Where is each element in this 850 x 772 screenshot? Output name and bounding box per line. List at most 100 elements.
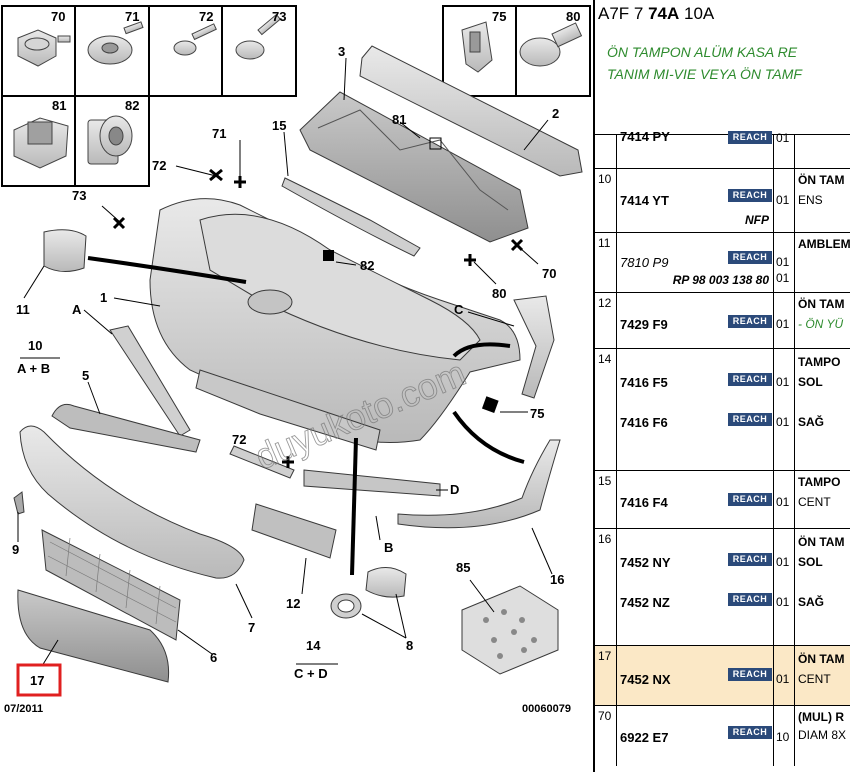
svg-text:81: 81 bbox=[52, 98, 66, 113]
callout: 1 bbox=[100, 290, 107, 305]
callout: 15 bbox=[272, 118, 286, 133]
svg-text:80: 80 bbox=[566, 9, 580, 24]
designation-detail: CENT bbox=[798, 495, 831, 509]
quantity: 01 bbox=[776, 495, 790, 509]
row-index: 14 bbox=[595, 349, 617, 470]
callout: 10 bbox=[28, 338, 42, 353]
callout: 14 bbox=[306, 638, 321, 653]
callout: 81 bbox=[392, 112, 406, 127]
reach-badge: REACH bbox=[728, 131, 772, 144]
designation-detail: ENS bbox=[798, 193, 823, 207]
designation-side: SAĞ bbox=[798, 595, 825, 609]
table-row-selected[interactable]: 17 7452 NX REACH 01 ÖN TAM CENT bbox=[595, 646, 850, 706]
callout: 3 bbox=[338, 44, 345, 59]
table-row[interactable]: 11 7810 P9 REACH RP 98 003 138 80 01 01 … bbox=[595, 233, 850, 293]
reach-badge: REACH bbox=[728, 373, 772, 386]
callout: C + D bbox=[294, 666, 328, 681]
part-reference[interactable]: 7452 NZ bbox=[620, 595, 670, 610]
highlighted-callout-17[interactable]: 17 bbox=[16, 663, 62, 697]
callout: 85 bbox=[456, 560, 470, 575]
part-reference[interactable]: 7452 NY bbox=[620, 555, 671, 570]
fastener-icons bbox=[13, 13, 583, 169]
fastener-boxes bbox=[1, 5, 591, 187]
part-reference[interactable]: 7414 YT bbox=[620, 193, 669, 208]
callout: 72 bbox=[152, 158, 166, 173]
reach-badge: REACH bbox=[728, 251, 772, 264]
reach-badge: REACH bbox=[728, 553, 772, 566]
fastener-box-labels: 70 71 72 73 81 82 75 80 bbox=[51, 9, 580, 113]
part-reference[interactable]: 7416 F4 bbox=[620, 495, 668, 510]
catalog-code-bold: 74A bbox=[648, 4, 680, 23]
diagram-drawing-number: 00060079 bbox=[522, 703, 571, 715]
parts-list-pane: A7F 7 74A 10A ÖN TAMPON ALÜM KASA RE TAN… bbox=[595, 0, 850, 772]
callout: D bbox=[450, 482, 459, 497]
table-row[interactable]: 70 6922 E7 REACH 10 (MUL) R DIAM 8X bbox=[595, 706, 850, 766]
designation: ÖN TAM bbox=[798, 173, 845, 187]
reach-badge: REACH bbox=[728, 413, 772, 426]
row-index: 10 bbox=[595, 169, 617, 232]
designation-side: SOL bbox=[798, 555, 823, 569]
quantity: 01 bbox=[776, 555, 790, 569]
table-row[interactable]: 16 7452 NY REACH 7452 NZ REACH 01 01 ÖN … bbox=[595, 529, 850, 646]
callout: 11 bbox=[16, 302, 30, 317]
part-reference[interactable]: 7416 F5 bbox=[620, 375, 668, 390]
diagram-drawing: 70 71 72 73 81 82 75 80 bbox=[1, 5, 591, 715]
part-reference[interactable]: 6922 E7 bbox=[620, 730, 669, 745]
table-row[interactable]: 12 7429 F9 REACH 01 ÖN TAM - ÖN YÜ bbox=[595, 293, 850, 349]
designation-detail: DIAM 8X bbox=[798, 728, 847, 742]
part-reference[interactable]: 7452 NX bbox=[620, 672, 671, 687]
svg-text:72: 72 bbox=[199, 9, 213, 24]
designation: ÖN TAM bbox=[798, 297, 845, 311]
leader-lines bbox=[17, 57, 553, 667]
callout: A + B bbox=[17, 361, 50, 376]
part-sub-reference: NFP bbox=[745, 213, 769, 227]
callout: A bbox=[72, 302, 82, 317]
table-row[interactable]: 10 7414 YT REACH NFP 01 ÖN TAM ENS bbox=[595, 169, 850, 233]
designation-detail: CENT bbox=[798, 672, 831, 686]
table-row[interactable]: 7414 PY REACH 01 bbox=[595, 129, 850, 169]
designation-note: - ÖN YÜ bbox=[798, 317, 844, 331]
pane-divider bbox=[593, 0, 595, 772]
row-index: 15 bbox=[595, 471, 617, 528]
part-reference[interactable]: 7429 F9 bbox=[620, 317, 668, 332]
designation: TAMPO bbox=[798, 475, 841, 489]
row-index: 17 bbox=[595, 646, 617, 705]
quantity: 01 bbox=[776, 131, 790, 145]
svg-text:73: 73 bbox=[272, 9, 286, 24]
callout: 12 bbox=[286, 596, 300, 611]
part-sub-reference: RP 98 003 138 80 bbox=[672, 273, 769, 287]
part-reference[interactable]: 7810 P9 bbox=[620, 255, 669, 270]
catalog-code: A7F 7 74A 10A bbox=[598, 4, 714, 24]
designation-side: SAĞ bbox=[798, 415, 825, 429]
callout: 8 bbox=[406, 638, 413, 653]
parts-table: 7414 PY REACH 01 10 7414 YT REACH NFP 01… bbox=[595, 129, 850, 766]
row-index: 12 bbox=[595, 293, 617, 348]
callout: 6 bbox=[210, 650, 217, 665]
svg-text:82: 82 bbox=[125, 98, 139, 113]
callout: 2 bbox=[552, 106, 559, 121]
part-reference[interactable]: 7416 F6 bbox=[620, 415, 668, 430]
quantity: 01 bbox=[776, 375, 790, 389]
svg-text:71: 71 bbox=[125, 9, 139, 24]
designation: AMBLEM bbox=[798, 237, 850, 251]
quantity: 01 bbox=[776, 317, 790, 331]
callout: 80 bbox=[492, 286, 506, 301]
group-description: ÖN TAMPON ALÜM KASA RE TANIM MI-VIE VEYA… bbox=[607, 41, 850, 85]
row-index bbox=[595, 135, 617, 168]
reach-badge: REACH bbox=[728, 726, 772, 739]
quantity: 01 bbox=[776, 255, 790, 269]
reach-badge: REACH bbox=[728, 493, 772, 506]
quantity: 01 bbox=[776, 193, 790, 207]
callout: 82 bbox=[360, 258, 374, 273]
table-row[interactable]: 14 7416 F5 REACH 7416 F6 REACH 01 01 TAM… bbox=[595, 349, 850, 471]
callout: 72 bbox=[232, 432, 246, 447]
svg-text:75: 75 bbox=[492, 9, 506, 24]
description-line-1: ÖN TAMPON ALÜM KASA RE bbox=[607, 44, 798, 60]
table-row[interactable]: 15 7416 F4 REACH 01 TAMPO CENT bbox=[595, 471, 850, 529]
callout: 73 bbox=[72, 188, 86, 203]
svg-text:70: 70 bbox=[51, 9, 65, 24]
bumper-parts bbox=[13, 45, 583, 683]
part-reference[interactable]: 7414 PY bbox=[620, 129, 670, 144]
callout: 75 bbox=[530, 406, 544, 421]
callout: C bbox=[454, 302, 464, 317]
